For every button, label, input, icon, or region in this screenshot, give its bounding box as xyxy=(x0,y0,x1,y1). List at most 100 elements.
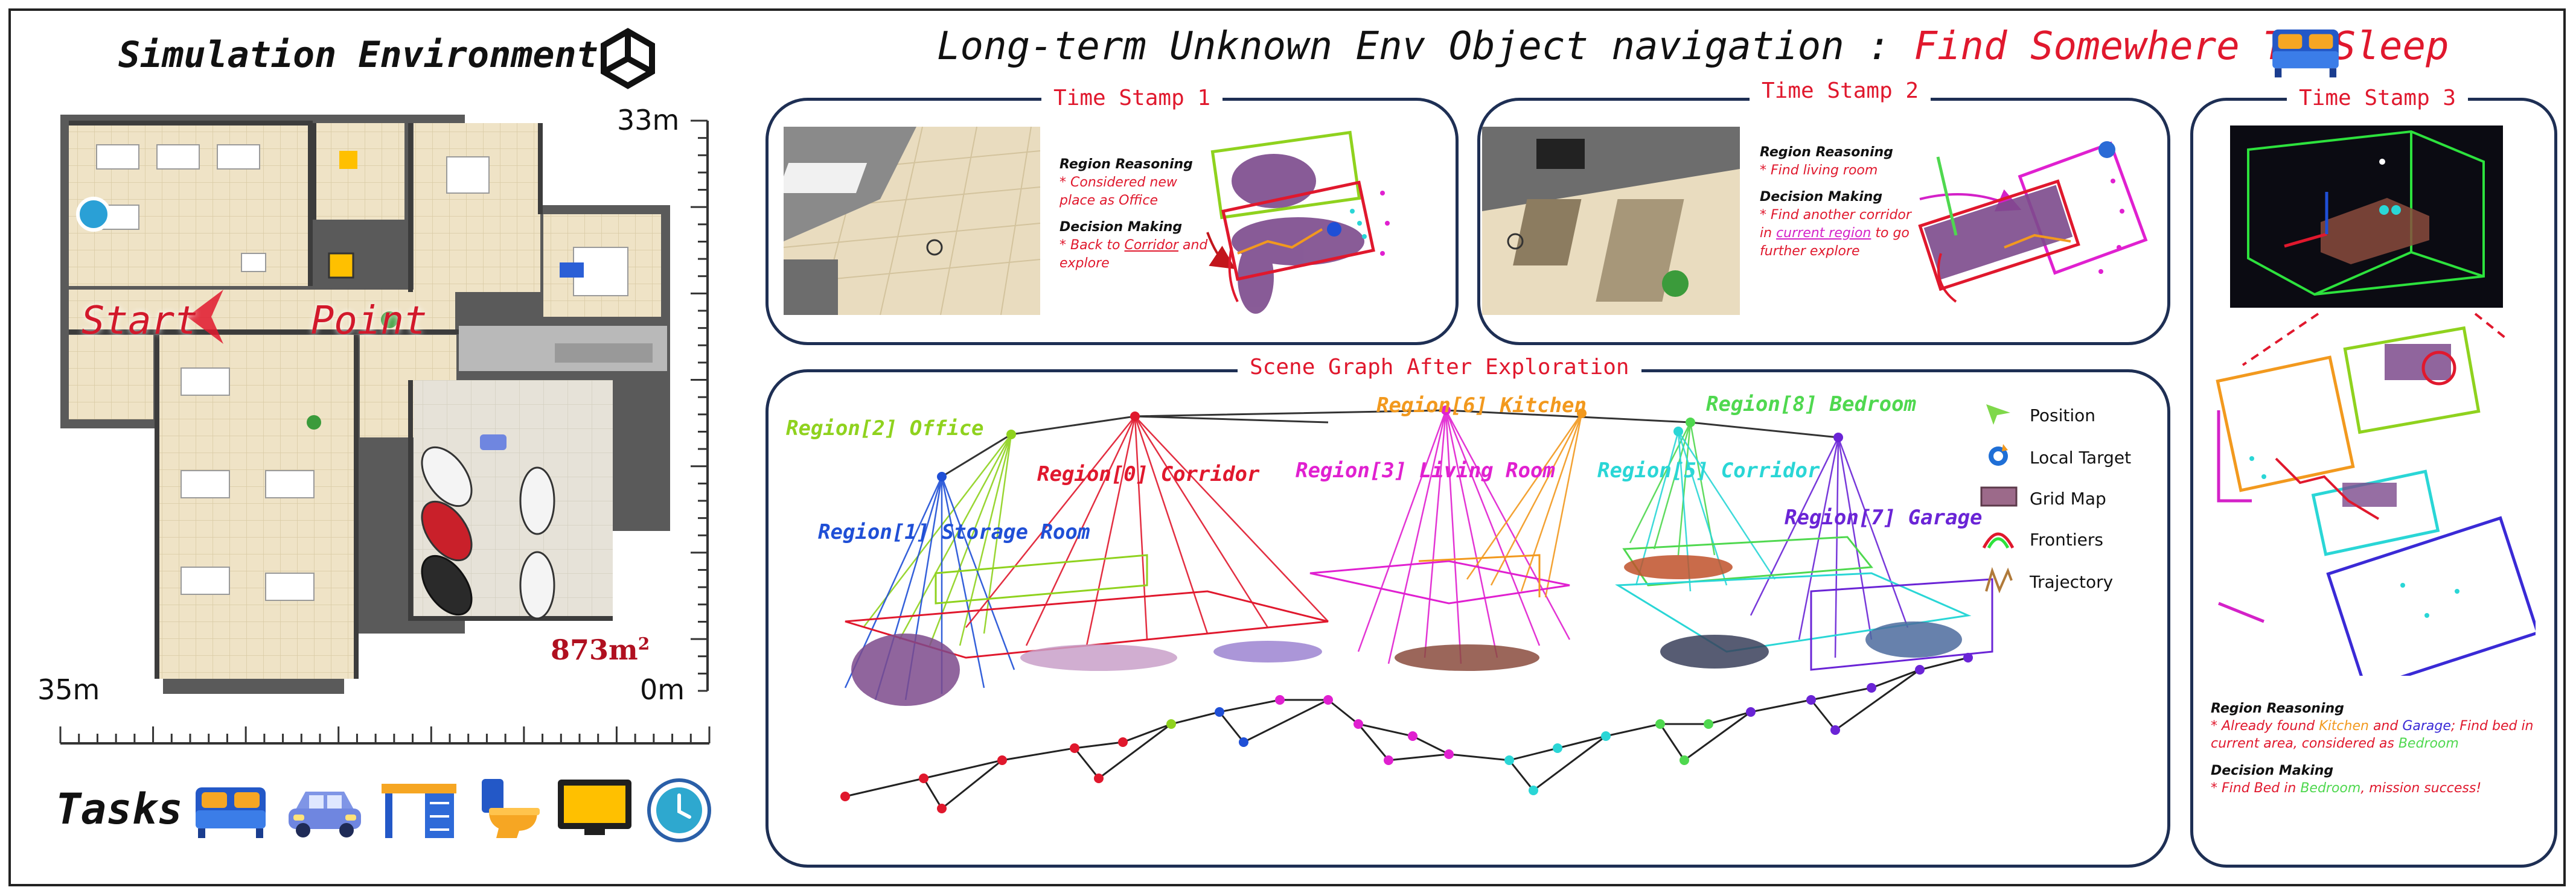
scale-top-label: 33m xyxy=(617,104,680,136)
ts1-scene-photo xyxy=(784,127,1040,315)
graph-node xyxy=(997,755,1007,765)
floor-plan xyxy=(60,115,670,694)
scene-graph-drawing xyxy=(840,405,1993,813)
time-stamp-3-label: Time Stamp 3 xyxy=(2287,86,2469,110)
scale-left-label: 35m xyxy=(37,673,100,706)
unity-logo-icon xyxy=(601,28,655,89)
region-label-corridor-0: Region[0] Corridor xyxy=(1037,462,1260,486)
vertical-scale-ruler xyxy=(691,119,709,692)
position-icon xyxy=(1986,404,2010,425)
scene-graph-label: Scene Graph After Exploration xyxy=(1238,355,1641,380)
graph-node xyxy=(1323,695,1333,705)
ts3-rr-a: * Already found xyxy=(2211,719,2315,734)
simulation-title: Simulation Environment xyxy=(118,34,598,76)
ts3-grid-map xyxy=(2216,313,2536,676)
graph-node xyxy=(1601,731,1611,741)
graph-node xyxy=(1354,719,1363,729)
car-icon xyxy=(289,792,361,837)
ts2-dm-text: * Find another corridor in current regio… xyxy=(1760,206,1920,261)
main-title-colon: : xyxy=(1867,24,1891,69)
graph-node xyxy=(1215,707,1224,717)
ts3-rr-and: and xyxy=(2373,719,2399,734)
ts3-rr-kitchen: Kitchen xyxy=(2319,719,2369,734)
graph-node xyxy=(1830,725,1840,735)
local-target-icon xyxy=(1989,444,2008,466)
region-label-storage: Region[1] Storage Room xyxy=(818,520,1090,544)
graph-node xyxy=(1275,695,1285,705)
ts2-dm-post: to go further explore xyxy=(1760,226,1910,259)
start-word: Start xyxy=(81,299,198,343)
legend-position: Position xyxy=(2030,405,2096,425)
ts2-scene-photo xyxy=(1482,127,1740,315)
main-title-prefix: Long-term Unknown Env Object navigation xyxy=(937,24,1844,69)
graph-node xyxy=(1070,743,1079,753)
graph-node xyxy=(937,804,947,813)
graph-node xyxy=(1504,755,1514,765)
desk-icon xyxy=(382,784,456,838)
graph-node xyxy=(1118,737,1128,747)
ts3-dm-b: , mission success! xyxy=(2360,781,2482,796)
ts2-dm-pre: * Find another corridor in xyxy=(1760,208,1911,241)
graph-node xyxy=(1384,755,1393,765)
ts2-grid-map xyxy=(1918,141,2148,303)
ts1-grid-map xyxy=(1206,130,1390,314)
region-label-garage: Region[7] Garage xyxy=(1785,506,1983,530)
area-sup: 2 xyxy=(638,634,650,654)
region-label-bedroom: Region[8] Bedroom xyxy=(1706,392,1916,416)
ts1-dm-pre: * Back to xyxy=(1059,238,1120,253)
legend-trajectory: Trajectory xyxy=(2030,572,2114,592)
tv-icon xyxy=(558,780,631,835)
figure-frame xyxy=(8,8,2566,886)
graph-node xyxy=(1166,719,1176,729)
graph-node xyxy=(1963,653,1973,662)
frontiers-icon xyxy=(1982,532,2015,549)
ts1-notes: Region Reasoning * Considered new place … xyxy=(1059,156,1213,273)
ts2-rr-text: * Find living room xyxy=(1760,163,1878,178)
main-title-goal: Find Somewhere To Sleep xyxy=(1914,24,2449,69)
time-stamp-2-label: Time Stamp 2 xyxy=(1750,78,1931,103)
point-word: Point xyxy=(310,299,427,343)
trajectory-icon xyxy=(1985,567,2013,594)
legend-frontiers: Frontiers xyxy=(2030,530,2103,550)
region-label-office: Region[2] Office xyxy=(786,416,984,440)
ts2-notes: Region Reasoning * Find living room Deci… xyxy=(1760,144,1920,261)
graph-node xyxy=(1553,743,1562,753)
graph-node xyxy=(1806,695,1816,705)
ts2-rr-head: Region Reasoning xyxy=(1760,145,1893,160)
ts3-dm-head: Decision Making xyxy=(2211,763,2334,778)
horizontal-scale-ruler xyxy=(59,726,711,745)
clock-icon xyxy=(647,778,711,842)
legend-local-target: Local Target xyxy=(2030,448,2132,468)
graph-node xyxy=(1915,665,1925,675)
ts3-dm-a: * Find Bed in xyxy=(2211,781,2296,796)
region-label-living: Region[3] Living Room xyxy=(1296,459,1555,483)
ts3-rr-text: * Already found Kitchen and Garage; Find… xyxy=(2211,717,2537,752)
ts2-dm-link: current region xyxy=(1776,226,1871,241)
ts1-dm-head: Decision Making xyxy=(1059,220,1183,235)
graph-node xyxy=(1094,774,1104,783)
ts3-rr-garage: Garage xyxy=(2402,719,2451,734)
ts3-rr-bedroom: Bedroom xyxy=(2398,736,2459,751)
graph-node xyxy=(1239,737,1248,747)
graph-node xyxy=(840,792,850,801)
graph-node xyxy=(1655,719,1665,729)
area-value: 873m xyxy=(551,634,638,666)
grid-map-icon xyxy=(1980,486,2018,507)
time-stamp-1-label: Time Stamp 1 xyxy=(1041,86,1223,110)
area-label: 873m2 xyxy=(551,634,650,666)
region-label-kitchen: Region[6] Kitchen xyxy=(1376,393,1587,418)
ts3-notes: Region Reasoning * Already found Kitchen… xyxy=(2211,700,2537,797)
ts3-bed-pointcloud xyxy=(2230,126,2503,308)
scale-origin-label: 0m xyxy=(640,673,685,706)
start-point-label: Start Point xyxy=(81,299,427,343)
graph-node xyxy=(1408,731,1417,741)
ts1-rr-head: Region Reasoning xyxy=(1059,157,1193,172)
bed-icon xyxy=(196,787,266,838)
ts1-dm-text: * Back to Corridor and explore xyxy=(1059,237,1213,273)
ts3-rr-head: Region Reasoning xyxy=(2211,701,2344,716)
ts1-rr-text: * Considered new place as Office xyxy=(1059,175,1177,208)
tasks-label: Tasks xyxy=(56,784,183,834)
graph-node xyxy=(1680,755,1689,765)
ts3-dm-text: * Find Bed in Bedroom, mission success! xyxy=(2211,780,2537,797)
region-label-corridor-5: Region[5] Corridor xyxy=(1597,459,1820,483)
